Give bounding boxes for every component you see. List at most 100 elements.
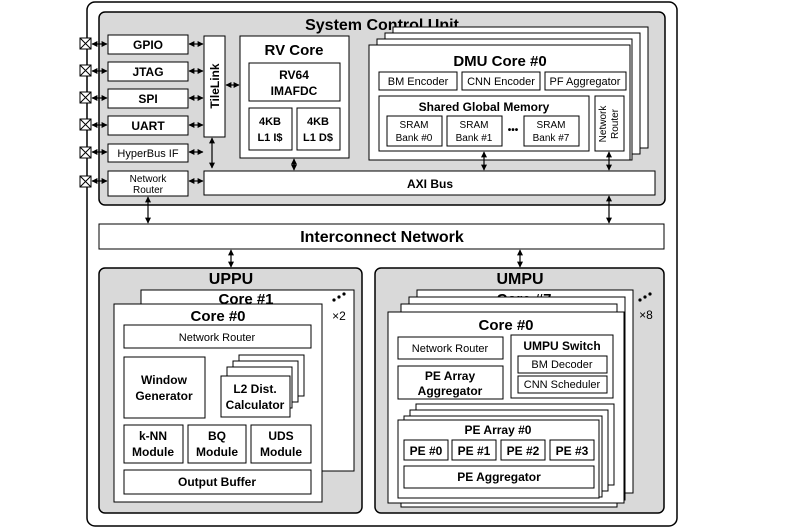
pe-1-label: PE #1 xyxy=(458,444,491,458)
pe-array-0-title: PE Array #0 xyxy=(465,423,532,437)
pad-icon xyxy=(79,64,92,77)
pe-2 xyxy=(500,439,546,461)
dmu-network-router xyxy=(594,95,625,152)
l1-icache-size: 4KB xyxy=(259,116,281,128)
bq-module xyxy=(187,424,247,464)
uppu-network-router xyxy=(123,324,312,349)
dmu-router-label-1: Network xyxy=(598,105,609,143)
interconnect-links xyxy=(145,195,612,268)
rv64-label-2: IMAFDC xyxy=(271,84,318,98)
sram-bank-7-label: Bank #7 xyxy=(533,133,570,144)
window-generator-label-2: Generator xyxy=(135,389,193,403)
uart-block xyxy=(107,115,189,136)
pe-1 xyxy=(451,439,497,461)
output-buffer xyxy=(123,469,312,495)
gpio-label: GPIO xyxy=(133,38,163,52)
dmu-core-title: DMU Core #0 xyxy=(453,53,546,70)
umpu-network-router-label: Network Router xyxy=(412,343,489,355)
umpu-switch-title: UMPU Switch xyxy=(523,339,600,353)
pad-icon xyxy=(79,146,92,159)
pad-icon xyxy=(79,175,92,188)
knn-module-label-1: k-NN xyxy=(139,429,167,443)
tilelink-label: TileLink xyxy=(208,63,222,108)
umpu-multiplier: ×8 xyxy=(639,308,653,322)
bq-module-label-1: BQ xyxy=(208,429,226,443)
pf-aggregator-label: PF Aggregator xyxy=(550,76,621,88)
pe-array-aggregator-label-2: Aggregator xyxy=(418,384,483,398)
window-generator xyxy=(123,356,206,419)
pe-0-label: PE #0 xyxy=(410,444,443,458)
pe-aggregator xyxy=(403,465,595,489)
knn-module xyxy=(123,424,184,464)
l2-dist-calculator xyxy=(220,375,291,418)
interconnect-label: Interconnect Network xyxy=(300,229,464,246)
pe-3-label: PE #3 xyxy=(556,444,589,458)
umpu-core-0-title: Core #0 xyxy=(478,317,533,334)
l1-dcache-label: L1 D$ xyxy=(303,132,333,144)
jtag-block xyxy=(107,61,189,82)
jtag-label: JTAG xyxy=(132,65,163,79)
sram-bank-0 xyxy=(386,115,443,147)
uds-module xyxy=(250,424,312,464)
spi-label: SPI xyxy=(138,92,157,106)
sram-label: SRAM xyxy=(537,120,566,131)
uppu-multiplier: ×2 xyxy=(332,309,346,323)
l1-icache-label: L1 I$ xyxy=(257,132,282,144)
io-connectors xyxy=(91,41,240,184)
sram-bank-1 xyxy=(446,115,503,147)
scu-router-label-2: Router xyxy=(133,185,164,196)
pad-icon xyxy=(79,91,92,104)
pe-0 xyxy=(403,439,449,461)
scu-network-router xyxy=(107,170,189,197)
interconnect-network xyxy=(98,223,665,250)
uppu-title: UPPU xyxy=(209,271,253,288)
l2-dist-label-2: Calculator xyxy=(226,398,285,412)
scu-router-label-1: Network xyxy=(130,174,168,185)
l2-dist-label-1: L2 Dist. xyxy=(233,382,276,396)
axi-bus-label: AXI Bus xyxy=(407,177,453,191)
uppu-network-router-label: Network Router xyxy=(179,332,256,344)
spi-block xyxy=(107,88,189,109)
pe-3 xyxy=(549,439,595,461)
window-generator-label-1: Window xyxy=(141,373,188,387)
l1-icache xyxy=(248,107,293,151)
bm-encoder xyxy=(378,71,458,91)
sram-bank-7 xyxy=(523,115,580,147)
knn-module-label-2: Module xyxy=(132,445,174,459)
umpu-title: UMPU xyxy=(496,271,543,288)
sram-label: SRAM xyxy=(460,120,489,131)
cnn-encoder-label: CNN Encoder xyxy=(467,76,535,88)
cnn-encoder xyxy=(461,71,541,91)
uds-module-label-1: UDS xyxy=(268,429,293,443)
axi-bus xyxy=(203,170,656,196)
rv64-block xyxy=(248,62,341,102)
bm-decoder xyxy=(517,355,608,374)
l1-dcache xyxy=(296,107,341,151)
pad-icon xyxy=(79,118,92,131)
uds-module-label-2: Module xyxy=(260,445,302,459)
cnn-scheduler xyxy=(517,375,608,394)
pf-aggregator xyxy=(544,71,627,91)
pe-2-label: PE #2 xyxy=(507,444,540,458)
hyperbus-if-block xyxy=(107,143,189,163)
io-pads xyxy=(79,37,92,188)
uppu-core-0-title: Core #0 xyxy=(190,308,245,325)
scu-internal-links xyxy=(291,151,612,171)
umpu-network-router xyxy=(397,336,504,360)
l1-dcache-size: 4KB xyxy=(307,116,329,128)
tilelink-bus xyxy=(203,35,226,138)
dmu-router-label-2: Router xyxy=(610,108,621,139)
output-buffer-label: Output Buffer xyxy=(178,475,256,489)
pe-array-aggregator xyxy=(397,365,504,400)
cnn-scheduler-label: CNN Scheduler xyxy=(524,379,601,391)
pad-icon xyxy=(79,37,92,50)
rv64-label-1: RV64 xyxy=(279,68,309,82)
gpio-block xyxy=(107,34,189,55)
sram-bank-1-label: Bank #1 xyxy=(456,133,493,144)
uppu-stack-dots xyxy=(332,292,346,302)
bq-module-label-2: Module xyxy=(196,445,238,459)
sram-label: SRAM xyxy=(400,120,429,131)
sram-ellipsis: ••• xyxy=(508,125,519,136)
umpu-stack-dots xyxy=(638,292,652,302)
